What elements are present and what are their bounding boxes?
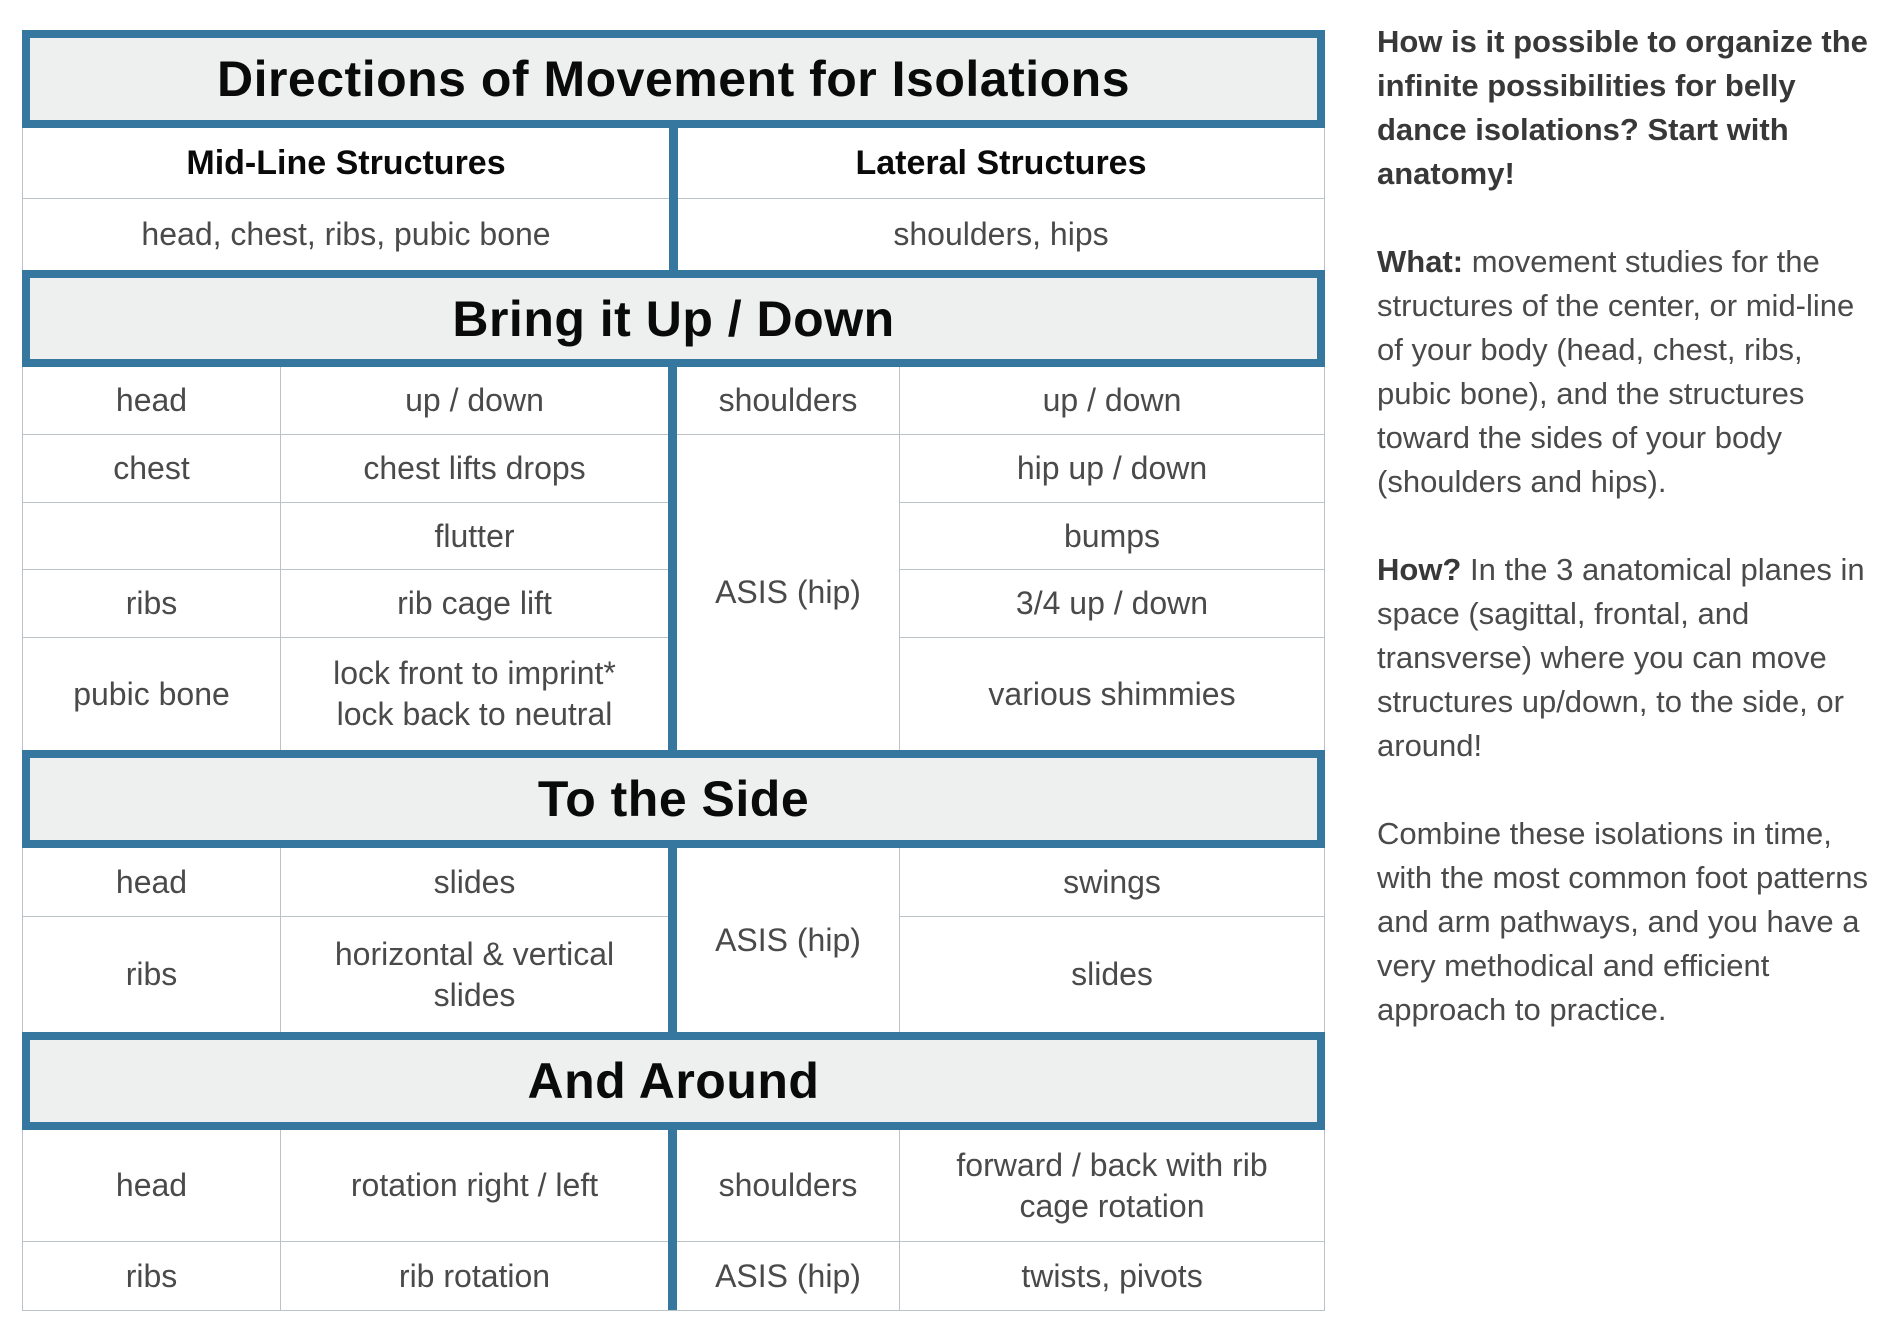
section-rows-to-the-side: head slides ribs horizontal & vertical s… xyxy=(22,848,1325,1032)
section-banner-and-around: And Around xyxy=(22,1032,1325,1130)
row-label-asis-hip: ASIS (hip) xyxy=(677,1242,900,1310)
row-label: head xyxy=(23,848,281,917)
midline-subtable: head slides ribs horizontal & vertical s… xyxy=(23,848,668,1032)
center-divider xyxy=(668,1130,677,1310)
row-value: various shimmies xyxy=(988,675,1236,712)
lateral-column: Lateral Structures shoulders, hips xyxy=(678,128,1324,270)
center-divider xyxy=(668,367,677,750)
what-label: What: xyxy=(1377,244,1464,279)
row-value: slides xyxy=(1071,956,1153,992)
midline-structures: head, chest, ribs, pubic bone xyxy=(141,216,551,252)
row-label: ribs xyxy=(23,917,281,1032)
row-label: head xyxy=(23,1130,281,1242)
row-value: twists, pivots xyxy=(1021,1257,1203,1294)
row-value: horizontal & vertical slides xyxy=(281,917,668,1032)
row-value: lock front to imprint* lock back to neut… xyxy=(281,638,668,750)
row-value: hip up / down xyxy=(900,435,1324,503)
midline-column: Mid-Line Structures head, chest, ribs, p… xyxy=(23,128,669,270)
row-label: head xyxy=(23,367,281,435)
lateral-subtable: ASIS (hip) swings slides xyxy=(677,848,1324,1032)
how-paragraph: How? In the 3 anatomical planes in space… xyxy=(1377,548,1874,768)
section-title: And Around xyxy=(527,1053,820,1109)
section-rows-and-around: head rotation right / left ribs rib rota… xyxy=(22,1130,1325,1311)
combine-paragraph: Combine these isolations in time, with t… xyxy=(1377,816,1869,1027)
row-value: swings xyxy=(900,848,1324,917)
lateral-structures: shoulders, hips xyxy=(893,216,1109,252)
section-title: To the Side xyxy=(537,771,810,827)
row-label: pubic bone xyxy=(23,638,281,750)
side-text: How is it possible to organize the infin… xyxy=(1377,20,1874,1032)
isolations-table: Directions of Movement for Isolations Mi… xyxy=(22,30,1325,1311)
section-banner-to-the-side: To the Side xyxy=(22,750,1325,848)
row-label: shoulders xyxy=(677,367,900,435)
value-line: cage rotation xyxy=(1019,1187,1205,1224)
midline-header: Mid-Line Structures xyxy=(23,128,669,199)
section-banner-bring-it-up-down: Bring it Up / Down xyxy=(22,270,1325,367)
how-label: How? xyxy=(1377,552,1462,587)
row-value: bumps xyxy=(900,503,1324,570)
what-paragraph: What: movement studies for the structure… xyxy=(1377,240,1874,504)
row-value: up / down xyxy=(900,367,1324,435)
midline-subtable: head up / down chest chest lifts drops f… xyxy=(23,367,668,750)
value-line: lock front to imprint* xyxy=(333,655,616,691)
row-value: rib rotation xyxy=(398,1257,551,1294)
row-label-asis-hip: ASIS (hip) xyxy=(677,435,900,750)
row-value: forward / back with rib cage rotation xyxy=(900,1130,1324,1242)
row-value: rotation right / left xyxy=(281,1130,668,1242)
row-label xyxy=(23,503,281,570)
row-value: chest lifts drops xyxy=(281,435,668,503)
center-divider xyxy=(669,128,678,270)
table-title: Directions of Movement for Isolations xyxy=(216,51,1131,107)
how-text: In the 3 anatomical planes in space (sag… xyxy=(1377,552,1865,763)
row-value: slides xyxy=(281,848,668,917)
value-line: slides xyxy=(433,976,516,1013)
what-text: movement studies for the structures of t… xyxy=(1377,244,1855,499)
lateral-subtable: shoulders up / down ASIS (hip) hip up / … xyxy=(677,367,1324,750)
table-title-banner: Directions of Movement for Isolations xyxy=(22,30,1325,128)
row-value: up / down xyxy=(281,367,668,435)
column-header-band: Mid-Line Structures head, chest, ribs, p… xyxy=(22,128,1325,270)
row-label: ribs xyxy=(23,1242,281,1310)
row-label: shoulders xyxy=(677,1130,900,1242)
row-label: chest xyxy=(23,435,281,503)
intro-paragraph: How is it possible to organize the infin… xyxy=(1377,24,1868,191)
center-divider xyxy=(668,848,677,1032)
value-line: lock back to neutral xyxy=(336,696,613,732)
midline-subtable: head rotation right / left ribs rib rota… xyxy=(23,1130,668,1310)
section-title: Bring it Up / Down xyxy=(452,290,895,347)
row-value: flutter xyxy=(281,503,668,570)
value-line: horizontal & vertical xyxy=(334,935,615,972)
value-line: forward / back with rib xyxy=(956,1146,1268,1183)
section-rows-up-down: head up / down chest chest lifts drops f… xyxy=(22,367,1325,750)
row-label-asis-hip: ASIS (hip) xyxy=(677,848,900,1032)
row-value: 3/4 up / down xyxy=(900,570,1324,638)
row-value: rib cage lift xyxy=(281,570,668,638)
lateral-header: Lateral Structures xyxy=(678,128,1324,199)
lateral-subtable: shoulders forward / back with rib cage r… xyxy=(677,1130,1324,1310)
row-label: ribs xyxy=(23,570,281,638)
